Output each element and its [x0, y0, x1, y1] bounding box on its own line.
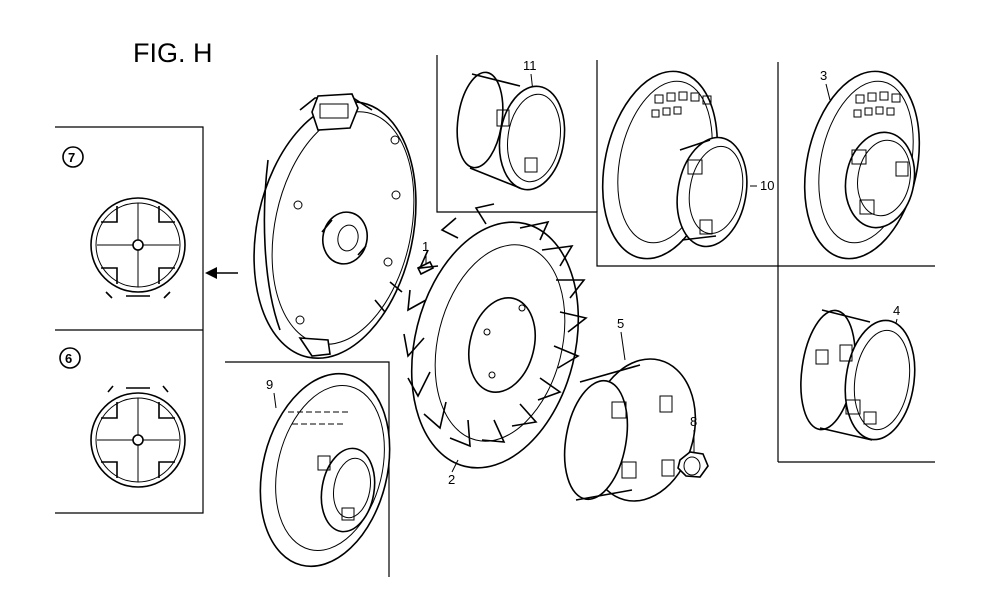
- part-3-starter-pulley: 3: [803, 68, 921, 260]
- frame-left: [55, 126, 204, 514]
- callout-7: 7: [68, 150, 75, 165]
- part-11-starter-cup: 11: [456, 58, 566, 191]
- part-5-starter-cup: 5: [563, 316, 697, 502]
- part-9-starter-pulley: 10: [601, 70, 774, 260]
- direction-arrow: [205, 267, 238, 279]
- callout-4: 4: [893, 303, 900, 318]
- figure-title: FIG. H: [133, 38, 213, 68]
- part-2-cooling-fan: 2: [403, 203, 588, 487]
- part-10-starter-pulley: 9: [259, 372, 391, 568]
- callout-6: 6: [65, 351, 72, 366]
- starter-housing: [253, 93, 417, 359]
- callout-3: 3: [820, 68, 827, 83]
- callout-11: 11: [523, 58, 537, 73]
- part-6-cup-view: 6: [59, 347, 186, 488]
- section-frames: [55, 55, 935, 577]
- callout-1: 1: [422, 239, 429, 254]
- part-4-starter-cup: 4: [800, 303, 916, 441]
- callout-circle-6: [59, 347, 81, 369]
- part-7-cup-view: 7: [62, 146, 186, 299]
- part-8-flange-nut: 8: [677, 414, 709, 478]
- frame-part-10: [225, 361, 390, 577]
- callout-2: 2: [448, 472, 455, 487]
- callout-circle-7: [62, 146, 84, 168]
- callout-9: 10: [760, 178, 774, 193]
- arrow-head-icon: [205, 267, 217, 279]
- callout-10: 9: [266, 377, 273, 392]
- callout-5: 5: [617, 316, 624, 331]
- callout-8: 8: [690, 414, 697, 429]
